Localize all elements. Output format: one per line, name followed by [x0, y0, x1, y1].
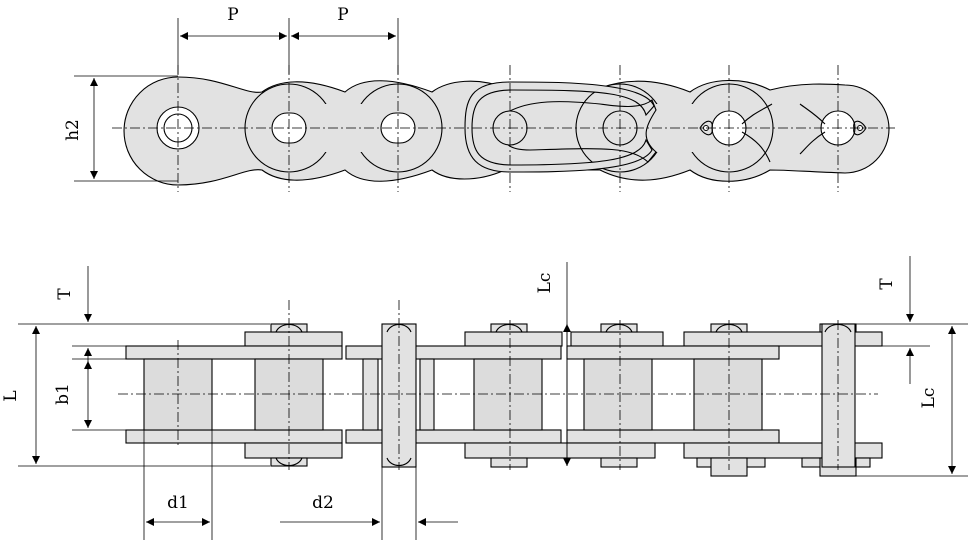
- pin-head-bottom-3: [600, 457, 638, 468]
- roller-4: [583, 358, 653, 431]
- spring-clip: [464, 81, 655, 173]
- inner-plate-bottom-2: [345, 429, 562, 444]
- pin-head-bottom-2: [490, 457, 528, 468]
- inner-width-dimension: b1: [53, 358, 144, 431]
- chain-side-view: [112, 65, 895, 192]
- connecting-width-dimension-top: Lc: [535, 262, 571, 466]
- pin-diameter-dimension: d2: [280, 467, 458, 540]
- roller-diameter-label: d1: [167, 493, 189, 513]
- connecting-width-dimension-right: Lc: [856, 326, 968, 477]
- bush-left: [362, 358, 379, 431]
- pitch-label-2: P: [337, 5, 348, 25]
- outer-plate-bottom-1: [244, 442, 343, 459]
- thickness-dimension-right: T: [856, 256, 968, 384]
- inner-width-label: b1: [53, 383, 73, 405]
- plate-height-label: h2: [63, 119, 83, 141]
- thickness-label-left: T: [55, 288, 75, 300]
- outer-plate-top-1: [244, 331, 343, 347]
- roller-3: [473, 358, 543, 431]
- bush-right: [419, 358, 435, 431]
- inner-plate-bottom-1: [125, 429, 343, 444]
- inner-plate-top-1: [125, 345, 343, 360]
- roller-diameter-dimension: d1: [143, 430, 213, 540]
- overall-width-label: L: [1, 390, 21, 401]
- plate-height-dimension: h2: [63, 75, 178, 182]
- inner-plate-bottom-3: [566, 429, 780, 444]
- thickness-label-right: T: [877, 278, 897, 290]
- outer-plate-top-2: [464, 331, 563, 347]
- connecting-width-label-right: Lc: [919, 388, 939, 409]
- connecting-width-label-top: Lc: [535, 273, 555, 294]
- roller-5: [693, 358, 763, 431]
- pitch-dimensions: P P: [177, 5, 399, 74]
- pitch-label-1: P: [227, 5, 238, 25]
- outer-plate-bottom-2: [464, 442, 656, 459]
- pin-diameter-label: d2: [312, 493, 334, 513]
- cotter-link-pin: [821, 323, 856, 468]
- chain-top-view: [118, 300, 883, 477]
- outer-plate-top-3: [570, 331, 664, 347]
- inner-plate-top-2: [345, 345, 562, 360]
- inner-plate-top-3: [566, 345, 780, 360]
